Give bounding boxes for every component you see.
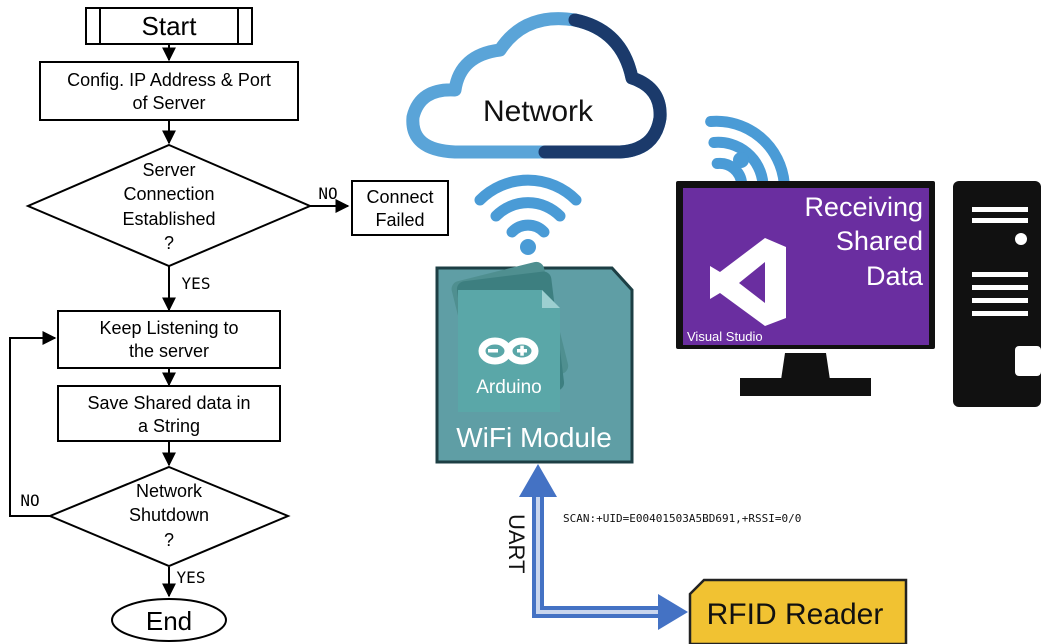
arrowhead-up [519, 464, 557, 497]
visual-studio-icon [710, 238, 786, 326]
rfid-reader: RFID Reader [688, 578, 908, 644]
decision2-label-line1: Network [136, 481, 203, 501]
decision2-label-line2: Shutdown [129, 505, 209, 525]
listen-label-line2: the server [129, 341, 209, 361]
uart-label: UART [504, 514, 529, 574]
monitor-text-line2: Shared [836, 226, 923, 256]
cloud-icon: Network [406, 12, 667, 159]
scan-output-text: SCAN:+UID=E00401503A5BD691,+RSSI=0/0 [563, 512, 801, 525]
config-label-line2: of Server [132, 93, 205, 113]
arduino-brand-label: Arduino [476, 377, 542, 398]
rfid-reader-label: RFID Reader [707, 598, 884, 631]
connect-failed-box [351, 180, 449, 236]
monitor-text-line1: Receiving [804, 192, 923, 222]
decision1-label-line2: Connection [123, 184, 214, 204]
wifi-module: Arduino WiFi Module [435, 261, 634, 464]
connect-failed-line1: Connect [366, 187, 433, 207]
save-label-line1: Save Shared data in [87, 393, 250, 413]
decision2-label-line3: ? [164, 530, 174, 550]
decision-network-shutdown [47, 465, 291, 568]
flowchart [9, 7, 449, 642]
no-label-decision1: NO [318, 184, 337, 203]
wifi-module-label: WiFi Module [456, 422, 612, 453]
config-label-line1: Config. IP Address & Port [67, 70, 271, 90]
decision-server-connection [25, 143, 313, 268]
uart-link: UART SCAN:+UID=E00401503A5BD691,+RSSI=0/… [504, 464, 801, 630]
wifi-icon-module [474, 174, 582, 255]
arrowhead-right [658, 594, 688, 630]
monitor-screen [683, 188, 929, 345]
no-label-decision2: NO [20, 491, 39, 510]
yes-label-decision2: YES [177, 568, 206, 587]
decision1-label-line3: Established [122, 209, 215, 229]
keep-listening-box [57, 310, 281, 369]
flowchart-text: Start Config. IP Address & Port of Serve… [20, 11, 433, 636]
connect-failed-line2: Failed [375, 210, 424, 230]
start-label: Start [142, 11, 198, 41]
visual-studio-label: Visual Studio [687, 329, 763, 344]
decision1-label-line1: Server [142, 160, 195, 180]
monitor-text-line3: Data [866, 261, 924, 291]
network-label: Network [483, 95, 594, 128]
pc-tower-icon [953, 181, 1041, 407]
wifi-icon-computer [705, 115, 790, 190]
monitor-stand [740, 378, 871, 396]
end-terminator [111, 598, 227, 642]
monitor: Receiving Shared Data Visual Studio [676, 181, 935, 396]
end-label: End [146, 606, 192, 636]
start-terminator [85, 7, 253, 45]
yes-label-decision1: YES [182, 274, 211, 293]
save-data-box [57, 385, 281, 442]
decision1-label-line4: ? [164, 233, 174, 253]
save-label-line2: a String [138, 416, 200, 436]
infinity-icon [478, 337, 539, 365]
arduino-logo: Arduino [451, 261, 569, 412]
listen-label-line1: Keep Listening to [99, 318, 238, 338]
config-box [39, 61, 299, 121]
connector-loop-no [9, 331, 57, 517]
